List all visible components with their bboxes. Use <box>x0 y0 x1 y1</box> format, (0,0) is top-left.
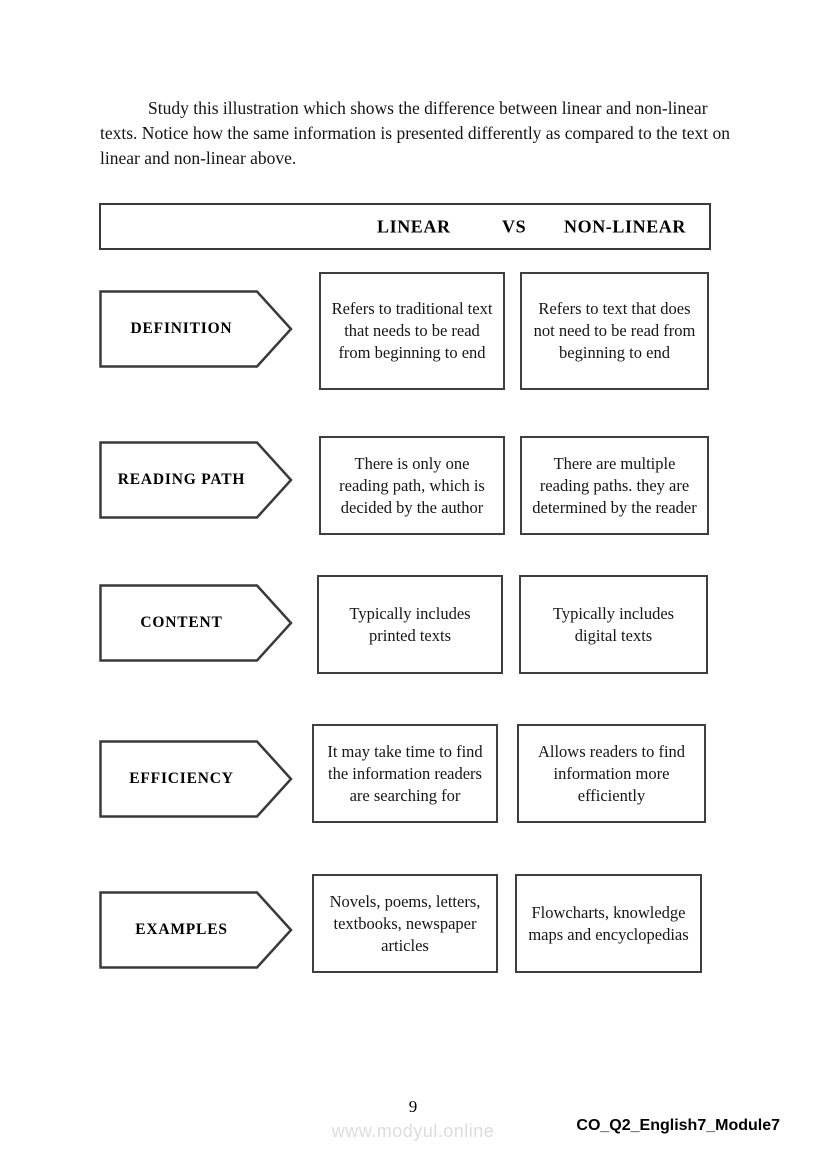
intro-paragraph: Study this illustration which shows the … <box>100 96 730 171</box>
cell-non-linear-definition: Refers to text that does not need to be … <box>520 272 709 390</box>
chevron-shape-icon <box>99 584 293 662</box>
chevron-shape-icon <box>99 740 293 818</box>
comparison-header-bar: LINEAR VS NON-LINEAR <box>99 203 711 250</box>
cell-non-linear-examples: Flowcharts, knowledge maps and encyclope… <box>515 874 702 973</box>
cell-non-linear-content: Typically includes digital texts <box>519 575 708 674</box>
cell-linear-examples: Novels, poems, letters, textbooks, newsp… <box>312 874 498 973</box>
chevron-shape-icon <box>99 891 293 969</box>
category-chevron-content: CONTENT <box>99 584 293 662</box>
category-chevron-efficiency: EFFICIENCY <box>99 740 293 818</box>
chevron-shape-icon <box>99 290 293 368</box>
header-label-linear: LINEAR <box>377 216 451 236</box>
category-chevron-examples: EXAMPLES <box>99 891 293 969</box>
cell-non-linear-reading-path: There are multiple reading paths. they a… <box>520 436 709 535</box>
watermark: www.modyul.online <box>331 1121 495 1141</box>
cell-linear-reading-path: There is only one reading path, which is… <box>319 436 505 535</box>
intro-text: Study this illustration which shows the … <box>100 98 730 168</box>
chevron-shape-icon <box>99 441 293 519</box>
cell-linear-definition: Refers to traditional text that needs to… <box>319 272 505 390</box>
category-chevron-definition: DEFINITION <box>99 290 293 368</box>
cell-non-linear-efficiency: Allows readers to find information more … <box>517 724 706 823</box>
header-label-non-linear: NON-LINEAR <box>564 216 687 236</box>
cell-linear-efficiency: It may take time to find the information… <box>312 724 498 823</box>
page-number: 9 <box>408 1097 418 1116</box>
cell-linear-content: Typically includes printed texts <box>317 575 503 674</box>
category-chevron-reading-path: READING PATH <box>99 441 293 519</box>
module-code-label: CO_Q2_English7_Module7 <box>576 1117 780 1134</box>
header-label-vs: VS <box>502 216 527 236</box>
